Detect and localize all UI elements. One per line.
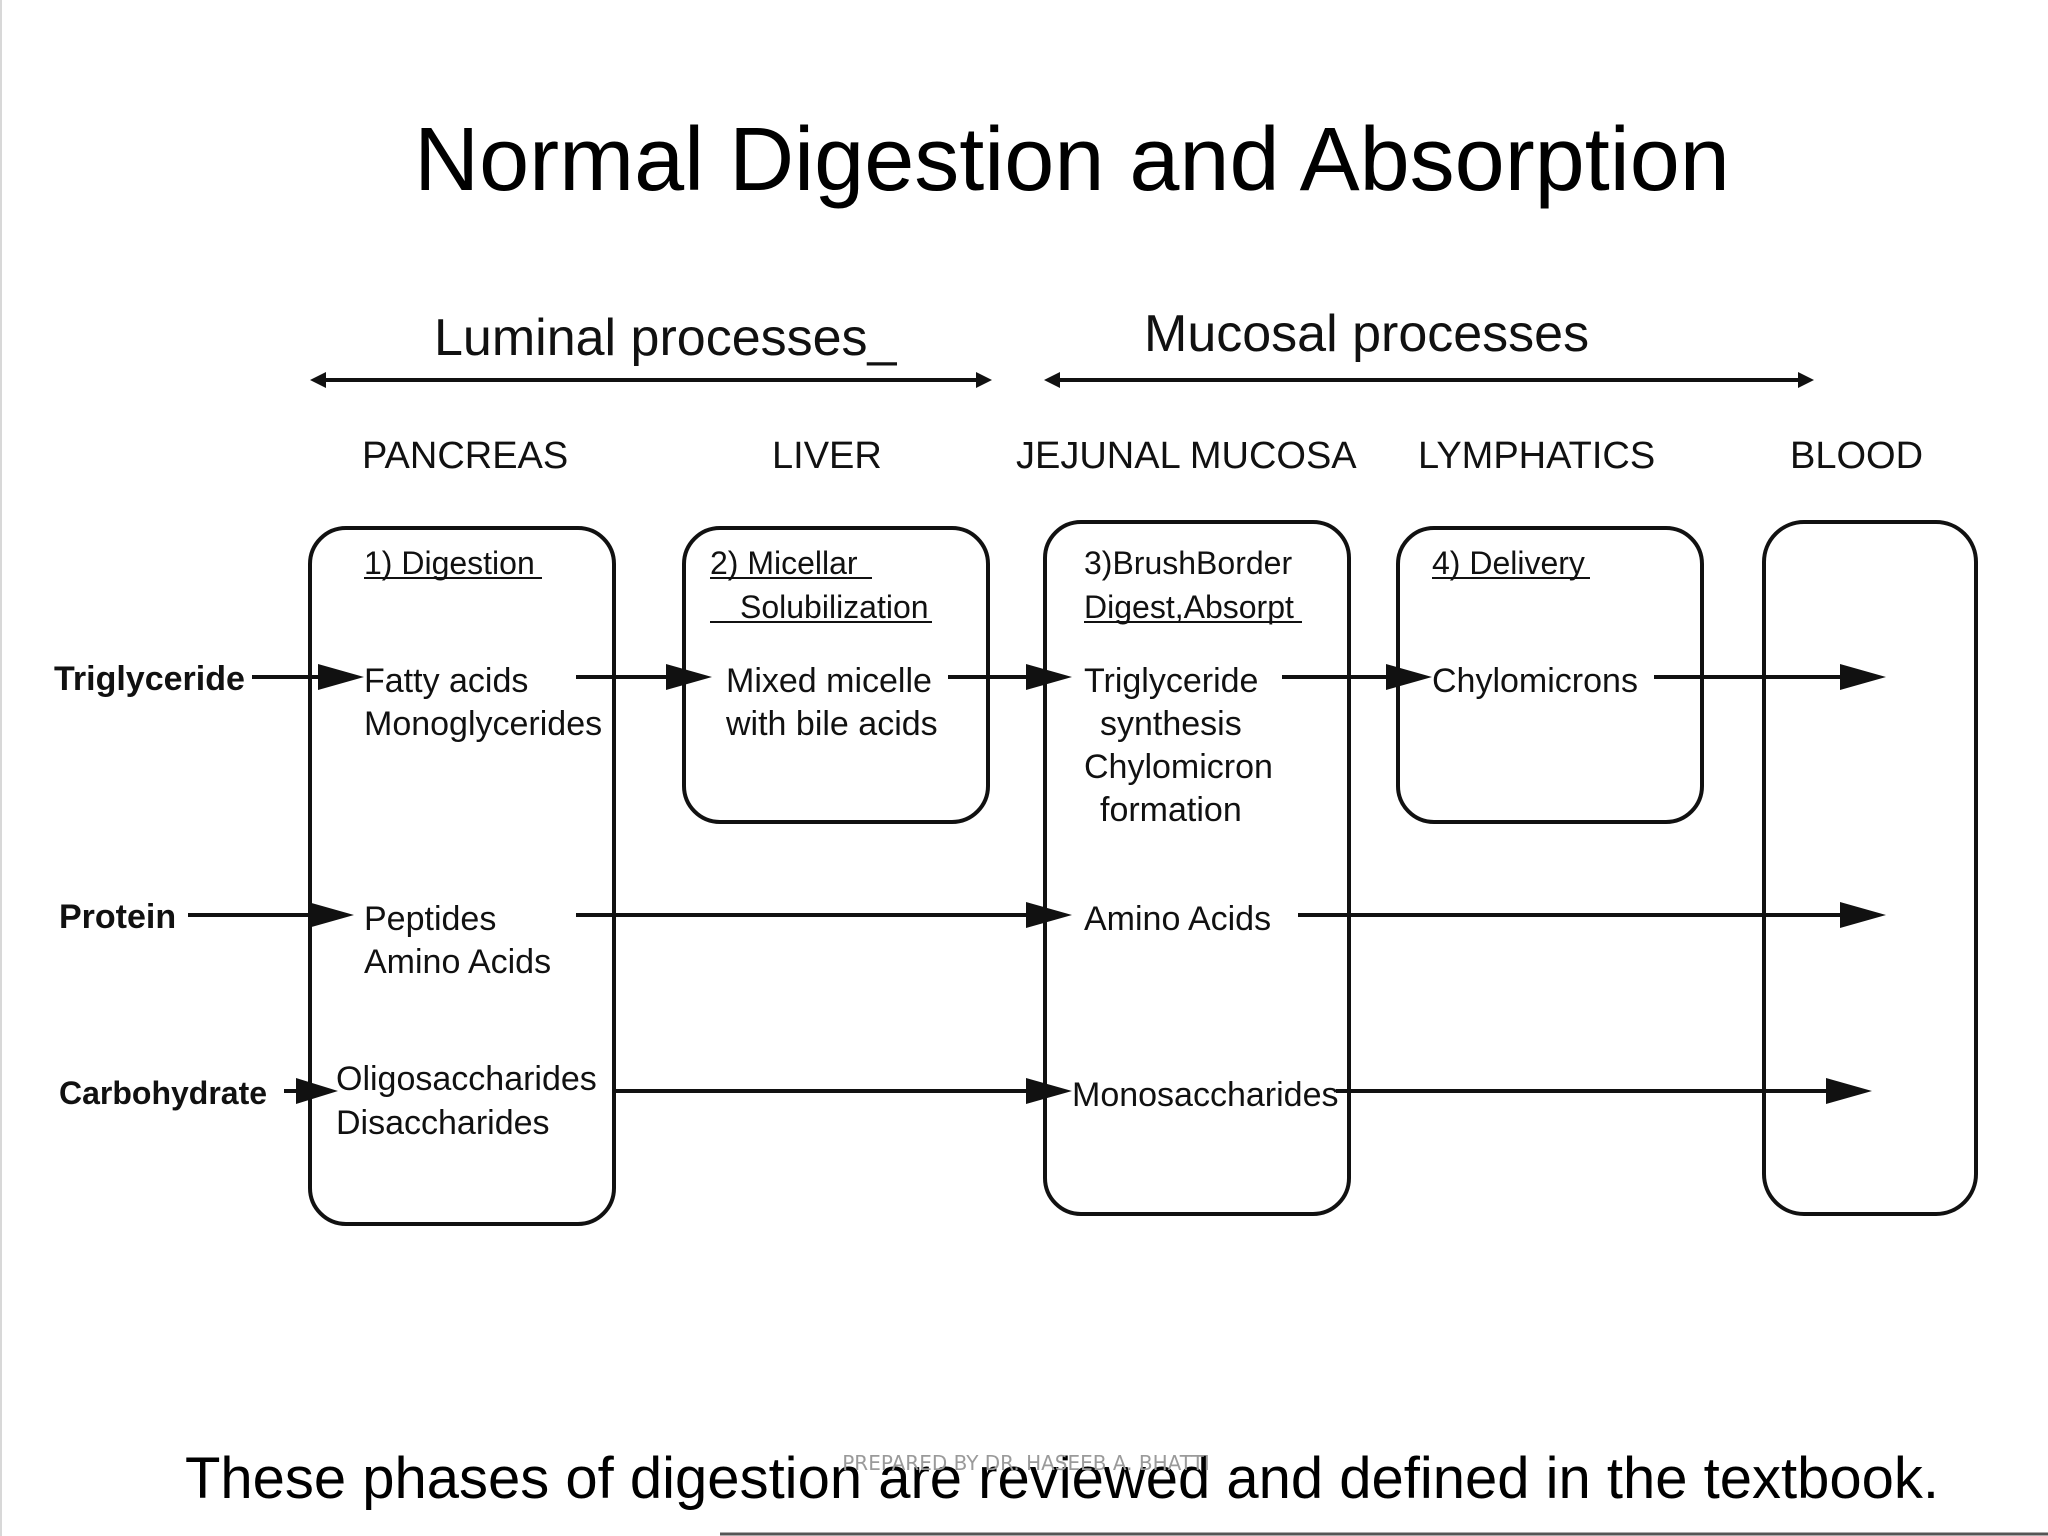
mucosal-span-arrow — [1044, 372, 1814, 388]
slide-caption: These phases of digestion are reviewed a… — [185, 1446, 1939, 1511]
blood-box — [1762, 520, 1978, 1216]
stage-brushborder-line-2: Digest,Absorpt — [1084, 589, 1294, 625]
pancreas-box — [308, 526, 616, 1226]
product-with-bile-acids: with bile acids — [725, 705, 938, 743]
product-amino-acids-pancreas: Amino Acids — [364, 943, 551, 981]
column-header-blood: BLOOD — [1790, 435, 1923, 477]
mucosal-processes-label: Mucosal processes — [1144, 305, 1589, 363]
product-chylomicron-formation-line-1: Chylomicron — [1084, 748, 1273, 786]
stage-micellar-line-2: Solubilization — [740, 589, 929, 625]
carbohydrate-pathway — [284, 1078, 1872, 1104]
column-header-lymphatics: LYMPHATICS — [1418, 435, 1655, 477]
product-amino-acids-mucosa: Amino Acids — [1084, 900, 1271, 938]
triglyceride-pathway — [252, 664, 1886, 690]
product-fatty-acids: Fatty acids — [364, 662, 528, 700]
protein-pathway — [188, 902, 1886, 928]
nutrient-carbohydrate: Carbohydrate — [59, 1075, 267, 1111]
product-chylomicrons: Chylomicrons — [1432, 662, 1638, 700]
stage-delivery: 4) Delivery — [1432, 545, 1585, 581]
product-triglyceride-synthesis-line-2: synthesis — [1100, 705, 1242, 743]
product-monosaccharides: Monosaccharides — [1072, 1076, 1338, 1114]
product-triglyceride-synthesis-line-1: Triglyceride — [1084, 662, 1258, 700]
nutrient-triglyceride: Triglyceride — [54, 660, 245, 698]
jejunal-mucosa-box — [1043, 520, 1351, 1216]
slide-title: Normal Digestion and Absorption — [414, 110, 1730, 210]
luminal-processes-label: Luminal processes_ — [434, 309, 898, 367]
column-header-liver: LIVER — [772, 435, 882, 477]
column-header-pancreas: PANCREAS — [362, 435, 568, 477]
product-peptides: Peptides — [364, 900, 496, 938]
luminal-span-arrow — [310, 372, 992, 388]
stage-brushborder-line-1: 3)BrushBorder — [1084, 545, 1292, 581]
product-chylomicron-formation-line-2: formation — [1100, 791, 1242, 829]
nutrient-protein: Protein — [59, 898, 176, 936]
column-header-jejunal-mucosa: JEJUNAL MUCOSA — [1016, 435, 1357, 477]
author-watermark: PREPARED BY DR. HASEEB A. BHATTI — [842, 1451, 1210, 1475]
stage-micellar-line-1: 2) Micellar — [710, 545, 858, 581]
product-disaccharides: Disaccharides — [336, 1104, 550, 1142]
product-monoglycerides: Monoglycerides — [364, 705, 602, 743]
product-mixed-micelle: Mixed micelle — [726, 662, 932, 700]
stage-digestion: 1) Digestion — [364, 545, 535, 581]
product-oligosaccharides: Oligosaccharides — [336, 1060, 597, 1098]
